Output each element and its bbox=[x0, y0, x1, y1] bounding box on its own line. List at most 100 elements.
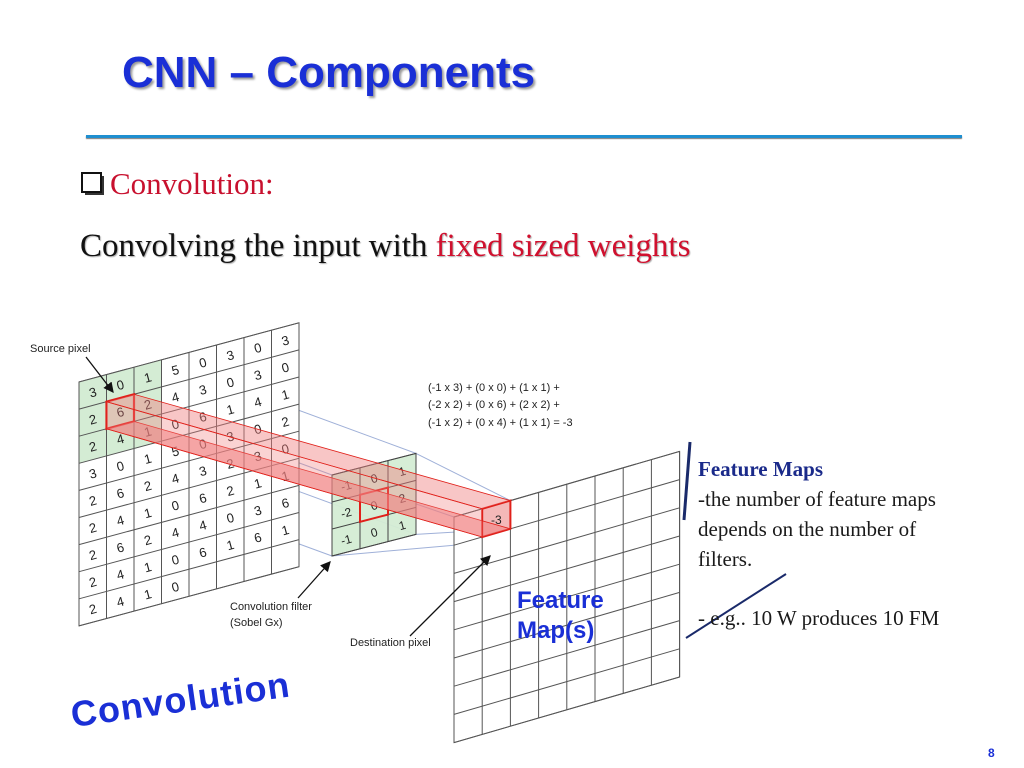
input-cell-value: 1 bbox=[142, 369, 153, 385]
equation-line-2: (-2 x 2) + (0 x 6) + (2 x 2) + bbox=[428, 399, 560, 411]
input-cell-value: 3 bbox=[252, 502, 263, 518]
input-grid-line bbox=[78, 430, 300, 491]
input-cell-value: 1 bbox=[280, 387, 291, 403]
projection-line bbox=[415, 452, 511, 502]
input-cell-value: 0 bbox=[225, 374, 236, 390]
input-cell-value: 0 bbox=[225, 510, 236, 526]
feature-maps-note-line3: filters. bbox=[698, 547, 753, 571]
feature-map-line bbox=[453, 591, 680, 659]
feature-map-label-line1: Feature bbox=[517, 587, 604, 614]
input-cell-value: 1 bbox=[142, 451, 153, 467]
filter-center-box bbox=[359, 486, 389, 524]
filter-cell-value: 1 bbox=[397, 464, 407, 479]
destination-pixel-label: Destination pixel bbox=[350, 637, 431, 649]
feature-maps-note-line2: depends on the number of bbox=[698, 517, 917, 541]
filter-arrow bbox=[297, 561, 331, 599]
input-cell-value: 4 bbox=[170, 470, 181, 486]
input-cell-value: 0 bbox=[170, 552, 181, 568]
source-pixel-arrow bbox=[85, 356, 114, 394]
bullet-text: Convolution: bbox=[110, 166, 274, 201]
filter-cell-value: 1 bbox=[397, 518, 407, 533]
input-cell-value: 0 bbox=[115, 458, 126, 474]
input-cell-value: 2 bbox=[87, 601, 98, 617]
input-cell-value: 6 bbox=[197, 490, 208, 506]
input-cell-value: 6 bbox=[115, 539, 126, 555]
input-cell-value: 4 bbox=[197, 517, 208, 533]
input-cell-value: 2 bbox=[142, 396, 153, 412]
input-grid-line bbox=[78, 322, 300, 383]
input-cell-value: 2 bbox=[142, 532, 153, 548]
input-cell-value: 0 bbox=[170, 579, 181, 595]
input-cell-value: 0 bbox=[170, 416, 181, 432]
equation-line-1: (-1 x 3) + (0 x 0) + (1 x 1) + bbox=[428, 382, 560, 394]
input-cell-value: 1 bbox=[142, 559, 153, 575]
input-cell-value: 2 bbox=[87, 574, 98, 590]
input-grid-line bbox=[78, 539, 300, 600]
filter-sublabel: (Sobel Gx) bbox=[230, 617, 283, 629]
input-cell-value: 2 bbox=[87, 520, 98, 536]
input-grid-line bbox=[78, 512, 300, 573]
input-cell-value: 4 bbox=[115, 566, 126, 582]
input-cell-value: 6 bbox=[197, 544, 208, 560]
feature-maps-note-title: Feature Maps bbox=[698, 457, 824, 481]
input-cell-value: 1 bbox=[225, 401, 236, 417]
input-grid-line bbox=[78, 566, 300, 627]
input-grid-line bbox=[78, 484, 300, 546]
input-cell-value: 4 bbox=[115, 512, 126, 528]
filter-grid-line bbox=[331, 452, 417, 476]
input-cell-value: 2 bbox=[87, 438, 98, 454]
input-cell-value: 0 bbox=[280, 441, 291, 457]
input-window-cell bbox=[79, 428, 107, 464]
filter-label: Convolution filter bbox=[230, 601, 312, 613]
input-cell-value: 3 bbox=[197, 382, 208, 398]
input-cell-value: 2 bbox=[142, 478, 153, 494]
input-cell-value: 3 bbox=[197, 463, 208, 479]
filter-cell-value: 0 bbox=[369, 471, 379, 486]
input-cell-value: 0 bbox=[197, 355, 208, 371]
input-cell-value: 5 bbox=[170, 443, 181, 459]
side-bracket-bottom bbox=[685, 573, 787, 639]
input-cell-value: 0 bbox=[170, 497, 181, 513]
filter-cell-value: -2 bbox=[339, 505, 353, 521]
side-bracket-top bbox=[682, 441, 692, 521]
input-cell-value: 1 bbox=[252, 475, 263, 491]
destination-pixel-value: -3 bbox=[491, 513, 502, 527]
filter-grid-line bbox=[331, 533, 417, 557]
input-cell-value: 4 bbox=[170, 525, 181, 541]
input-window-cell bbox=[134, 386, 162, 422]
input-cell-value: 6 bbox=[115, 485, 126, 501]
input-cell-value: 1 bbox=[280, 522, 291, 538]
input-grid-line bbox=[78, 403, 300, 464]
feature-map-line bbox=[453, 620, 680, 687]
checkbox-bullet-icon bbox=[81, 172, 104, 195]
input-cell-value: 4 bbox=[170, 389, 181, 405]
filter-cell-value: 0 bbox=[369, 525, 379, 540]
input-cell-value: 2 bbox=[87, 493, 98, 509]
feature-map-line bbox=[453, 535, 680, 603]
destination-pixel-arrow bbox=[409, 555, 491, 637]
filter-cell-value: -1 bbox=[339, 532, 353, 548]
input-cell-value: 6 bbox=[280, 495, 291, 511]
input-cell-value: 2 bbox=[225, 483, 236, 499]
input-cell-value: 2 bbox=[87, 411, 98, 427]
input-cell-value: 0 bbox=[115, 377, 126, 393]
feature-map-line bbox=[453, 648, 680, 715]
input-cell-value: 3 bbox=[252, 367, 263, 383]
beam-side-face bbox=[106, 401, 483, 538]
input-cell-value: 3 bbox=[87, 384, 98, 400]
feature-map-label: Feature Map(s) bbox=[517, 586, 604, 646]
feature-maps-note-line1: -the number of feature maps bbox=[698, 487, 936, 511]
title-divider bbox=[86, 135, 962, 138]
input-cell-value: 3 bbox=[225, 347, 236, 363]
input-cell-value: 1 bbox=[142, 505, 153, 521]
input-cell-value: 4 bbox=[252, 394, 263, 410]
input-window-cell bbox=[106, 367, 134, 402]
input-cell-value: 4 bbox=[115, 594, 126, 610]
slide-title: CNN – Components bbox=[122, 48, 536, 97]
input-cell-value: 2 bbox=[280, 414, 291, 430]
projection-line bbox=[331, 544, 455, 557]
input-cell-value: 6 bbox=[252, 529, 263, 545]
annotations: Source pixel Convolution filter (Sobel G… bbox=[30, 343, 787, 649]
equation-line-3: (-1 x 2) + (0 x 4) + (1 x 1) = -3 bbox=[428, 417, 573, 429]
